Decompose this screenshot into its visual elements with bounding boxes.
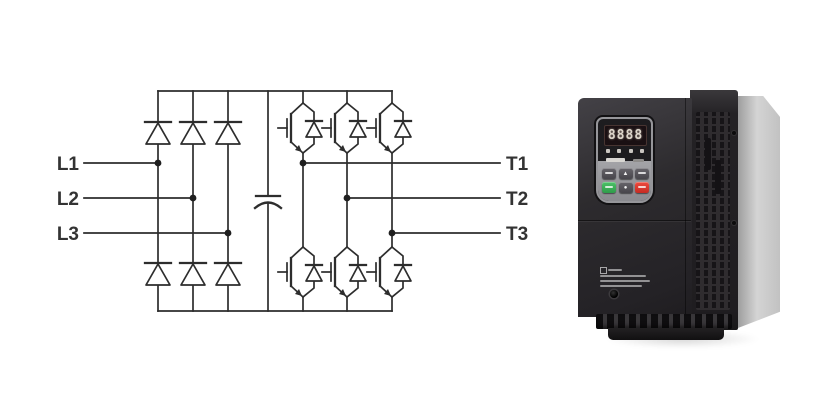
status-led-row (606, 149, 644, 153)
display-digits: 8888 (607, 128, 644, 143)
seven-segment-display: 8888 (604, 125, 647, 146)
igbt-collector (333, 245, 349, 260)
shift-button: ● (618, 182, 633, 193)
output-lines (299, 159, 501, 237)
igbt-collector (289, 101, 305, 116)
keypad-panel: 8888 ▲ ● (596, 117, 653, 203)
run-button (602, 182, 616, 193)
emitter-arrow (295, 145, 302, 152)
l3-label: L3 (57, 224, 79, 245)
input-lines (83, 159, 232, 237)
freewheel-diode (305, 121, 323, 138)
freewheel-diode (349, 121, 367, 138)
diode (213, 120, 243, 145)
freewheel-diode (349, 265, 367, 282)
igbt-collector (378, 101, 394, 116)
stop-button (635, 182, 649, 193)
status-led (628, 149, 633, 153)
emitter-arrow (384, 145, 391, 152)
device-base (608, 328, 724, 340)
warning-icon (600, 267, 607, 274)
freewheel-diode (305, 265, 323, 282)
vent-grille (696, 112, 730, 310)
vfd-circuit-diagram: L1 L2 L3 T1 T2 T3 (57, 90, 529, 312)
emitter-arrow (339, 289, 346, 296)
l1-node (154, 159, 162, 167)
emitter-arrow (339, 145, 346, 152)
freewheel-diode (394, 265, 412, 282)
model-mark (633, 159, 644, 162)
function-button (635, 168, 649, 179)
t2-node (343, 194, 351, 202)
case-screw (732, 221, 736, 225)
emitter-arrow (295, 289, 302, 296)
cover-seam (578, 220, 691, 221)
t1-label: T1 (506, 154, 529, 175)
diode (178, 261, 208, 286)
l1-label: L1 (57, 154, 80, 175)
vent-slot (715, 160, 721, 194)
freewheel-diode (394, 121, 412, 138)
diode (143, 120, 173, 145)
mounting-backplate (738, 96, 780, 328)
terminal-block (596, 314, 732, 329)
front-screw (610, 290, 618, 298)
igbt-collector (378, 245, 394, 260)
brand-mark (606, 158, 646, 163)
status-led (639, 149, 644, 153)
cover-seam (685, 98, 686, 317)
brand-logo (606, 158, 625, 162)
diode (213, 261, 243, 286)
keypad-lower-section (598, 161, 651, 201)
t3-node (388, 229, 396, 237)
igbt-collector (289, 245, 305, 260)
rectifier-bridge (143, 90, 243, 312)
vent-slot (705, 138, 711, 170)
t3-label: T3 (506, 224, 528, 245)
warning-label (600, 267, 654, 293)
diode (143, 261, 173, 286)
up-arrow-button: ▲ (618, 168, 633, 179)
l2-label: L2 (57, 189, 79, 210)
t1-node (299, 159, 307, 167)
emitter-arrow (384, 289, 391, 296)
l3-node (224, 229, 232, 237)
l2-node (189, 194, 197, 202)
program-button (602, 168, 616, 179)
status-led (617, 149, 622, 153)
t2-label: T2 (506, 189, 528, 210)
keypad-buttons: ▲ ● (602, 168, 649, 193)
dc-link-capacitor (253, 90, 283, 312)
case-screw (732, 131, 736, 135)
diode (178, 120, 208, 145)
igbt-collector (333, 101, 349, 116)
status-led (606, 149, 610, 153)
